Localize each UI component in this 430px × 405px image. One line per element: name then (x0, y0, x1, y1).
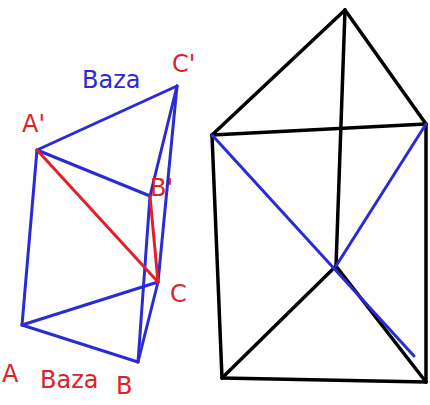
vertex-label: C' (172, 52, 195, 76)
vertex-label: B (116, 374, 132, 398)
right-prism (212, 10, 426, 382)
base-label: Baza (82, 68, 140, 92)
vertex-label: A (2, 362, 18, 386)
vertex-label: A' (22, 112, 45, 136)
base-label: Baza (40, 368, 98, 392)
right-diagonals (212, 124, 426, 356)
vertex-label: C (170, 282, 187, 306)
left-prism (22, 86, 177, 362)
red-diagonals (37, 150, 158, 282)
vertex-label: B' (150, 176, 173, 200)
